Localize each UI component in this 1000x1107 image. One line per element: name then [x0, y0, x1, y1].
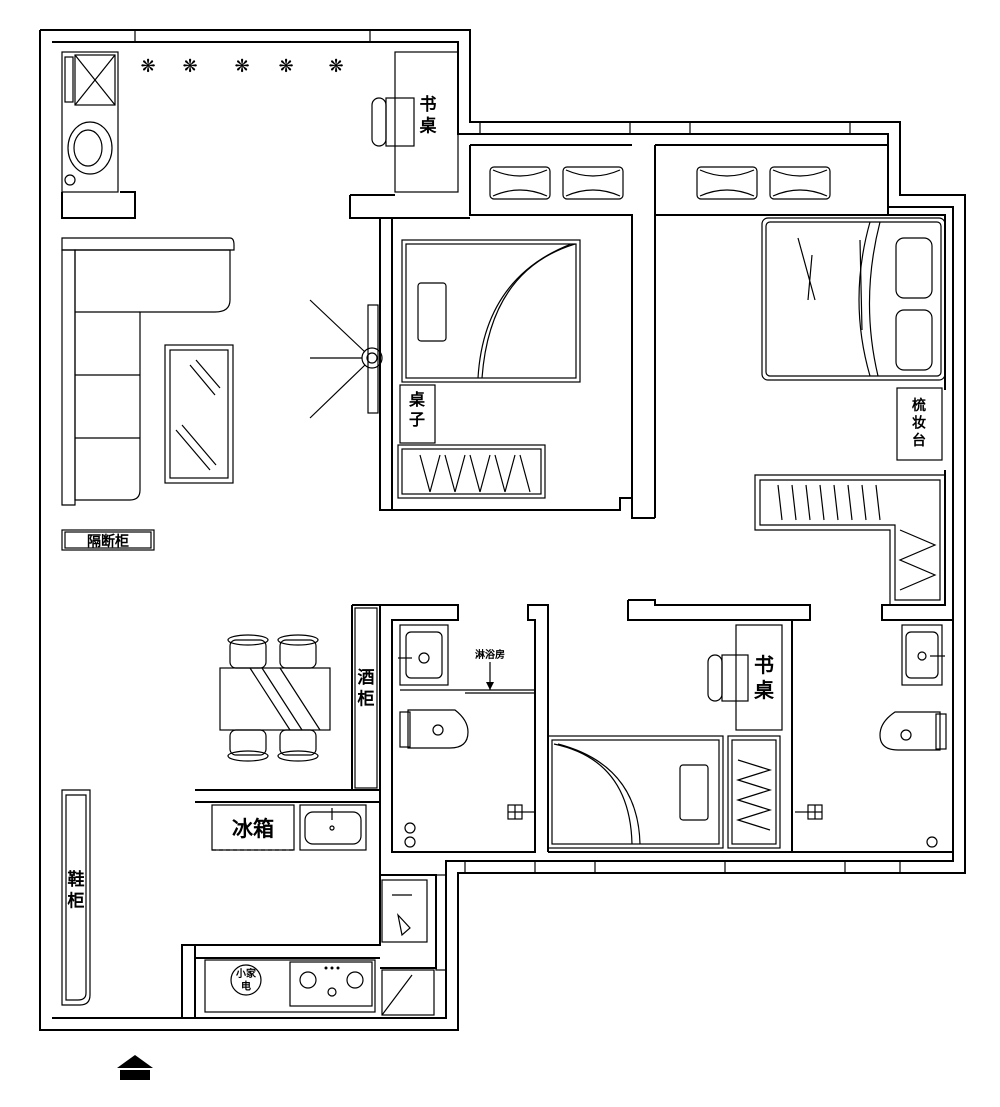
tv-unit [309, 299, 383, 419]
dressing-table-label: 梳妆台 [912, 397, 926, 449]
table-bedroom-label: 桌子 [409, 390, 425, 429]
master-window-seat [696, 166, 831, 200]
sofa [61, 237, 235, 506]
shoe-cabinet-label: 鞋柜 [68, 869, 85, 911]
small-appliance-label: 小家电 [235, 967, 257, 993]
svg-text:❋: ❋ [278, 56, 293, 77]
shower-room-label: 淋浴房 [475, 648, 505, 661]
bedroom-2-bed [547, 735, 724, 849]
fridge: 冰箱 [211, 804, 295, 851]
kitchen-sink [299, 804, 367, 851]
desk-top: 书桌 [371, 51, 459, 193]
bedroom-1-window-seat [489, 166, 624, 200]
bedroom-1-bed [401, 239, 581, 383]
stove: 小家电 [204, 959, 376, 1013]
master-bed [761, 217, 946, 381]
svg-text:❋: ❋ [328, 56, 343, 77]
dining-table [219, 634, 331, 762]
partition-cabinet-label: 隔断柜 [87, 533, 129, 550]
svg-text:❋: ❋ [234, 56, 249, 77]
desk-top-label: 书桌 [420, 95, 438, 136]
bedroom-2-desk: 书桌 [707, 624, 783, 731]
bathroom-1: 淋浴房 [398, 624, 535, 848]
bedroom-1-table: 桌子 [399, 384, 436, 444]
balcony [61, 51, 119, 193]
bathroom-2 [795, 624, 947, 848]
master-wardrobe [754, 474, 946, 606]
wine-cabinet: 酒柜 [354, 607, 378, 789]
plants-row: ❋ ❋ ❋ ❋ ❋ [140, 56, 343, 77]
svg-text:❋: ❋ [140, 56, 155, 77]
wine-cabinet-label: 酒柜 [358, 667, 375, 709]
kitchen-misc [381, 879, 435, 1016]
bedroom-1-wardrobe [397, 444, 546, 499]
desk-bottom-label: 书桌 [754, 653, 775, 702]
entry-arrow-icon [117, 1055, 153, 1080]
bedroom-2-wardrobe [727, 735, 781, 849]
fridge-label: 冰箱 [232, 817, 274, 841]
dressing-table: 梳妆台 [896, 387, 943, 461]
coffee-table [164, 344, 234, 484]
shoe-cabinet: 鞋柜 [61, 789, 91, 1006]
svg-text:❋: ❋ [182, 56, 197, 77]
partition-cabinet: 隔断柜 [61, 529, 155, 551]
